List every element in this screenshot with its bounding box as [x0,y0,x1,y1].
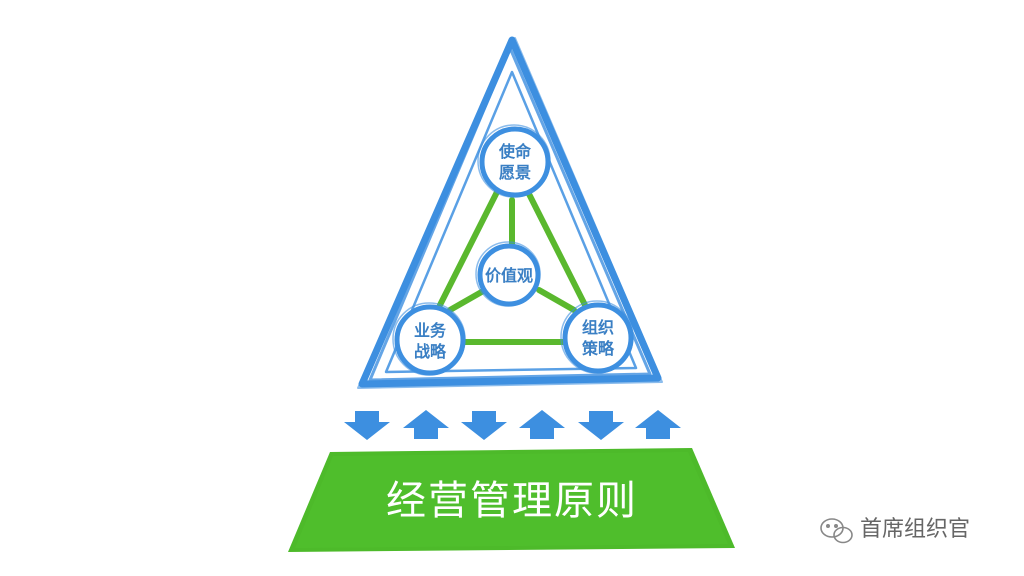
arrow-up-1 [403,410,449,439]
node-left-line-1: 业务 [414,321,447,340]
arrow-up-3 [635,410,681,439]
watermark-label: 首席组织官 [860,517,970,542]
arrow-row [344,410,681,440]
node-right-line-2: 策略 [581,339,615,358]
arrow-up-2 [519,410,565,439]
arrow-down-1 [344,411,390,440]
connectors [437,189,588,345]
watermark: 首席组织官 [820,517,970,544]
connector-center-right [536,287,577,313]
node-left: 业务 战略 [392,302,466,376]
node-right-line-1: 组织 [582,318,614,337]
wechat-icon [820,518,853,544]
connector-top-left [437,189,500,308]
outer-triangle [357,36,663,389]
connector-center-left [447,287,488,313]
arrow-down-3 [578,411,624,440]
node-top: 使命 愿景 [477,124,551,198]
base-block: 经营管理原则 [288,448,735,552]
node-center: 价值观 [475,241,541,307]
inner-triangle [384,70,638,374]
node-center-label: 价值观 [485,266,533,285]
node-top-line-2: 愿景 [499,163,531,182]
base-title: 经营管理原则 [386,478,638,524]
node-left-line-2: 战略 [414,342,447,361]
arrow-down-2 [461,411,507,440]
node-top-line-1: 使命 [498,142,532,161]
connector-top-right [525,189,588,308]
node-right: 组织 策略 [560,300,634,374]
